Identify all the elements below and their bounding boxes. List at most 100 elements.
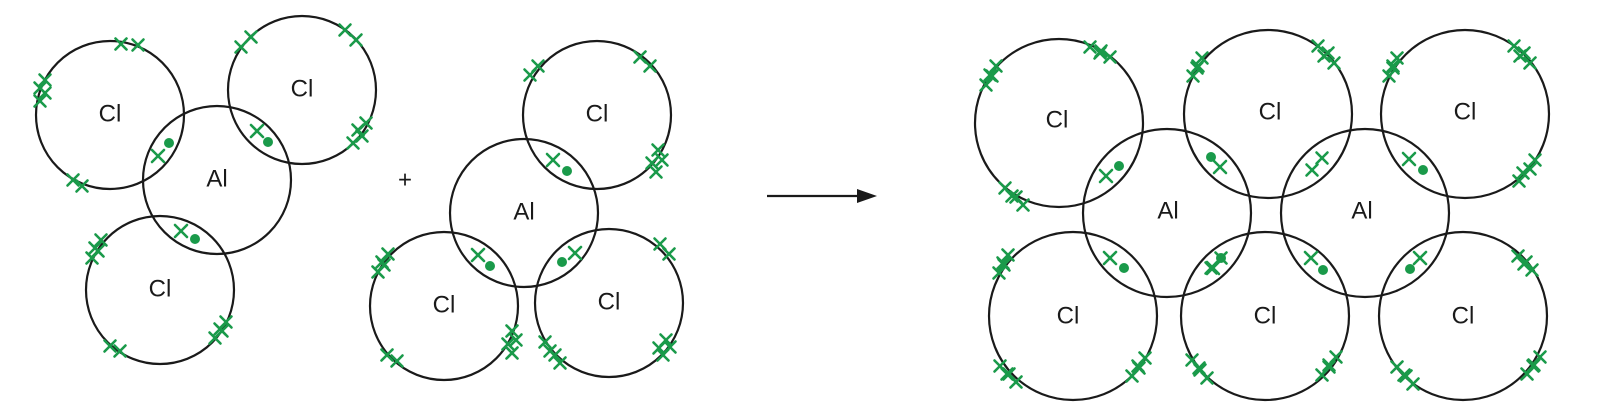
chlorine-electron-cross — [173, 223, 189, 239]
chlorine-electron-cross — [75, 179, 89, 193]
aluminium-electron-dot — [1318, 265, 1328, 275]
al-label: Al — [1157, 197, 1178, 224]
chlorine-electron-cross — [1009, 375, 1023, 389]
chlorine-electron-cross — [1138, 351, 1152, 365]
cl-atom-shell — [1179, 230, 1351, 402]
aluminium-electron-dot — [1114, 161, 1124, 171]
chlorine-electron-cross — [359, 116, 373, 130]
chlorine-electron-cross — [390, 354, 404, 368]
chlorine-electron-cross — [649, 165, 663, 179]
chlorine-electron-cross — [509, 333, 523, 347]
chlorine-electron-cross — [651, 143, 665, 157]
chlorine-electron-cross — [1386, 61, 1400, 75]
chlorine-electron-cross — [38, 73, 52, 87]
chlorine-electron-cross — [1103, 50, 1117, 64]
chlorine-electron-cross — [655, 153, 669, 167]
chlorine-electron-cross — [215, 324, 229, 338]
chlorine-electron-cross — [662, 247, 676, 261]
cl-atom-shell — [973, 37, 1145, 209]
bonding-electron-pairs — [150, 123, 273, 244]
chlorine-electron-cross — [1016, 198, 1030, 212]
chlorine-electron-cross — [643, 59, 657, 73]
chlorine-electron-cross — [38, 86, 52, 100]
chlorine-electron-cross — [979, 78, 993, 92]
chlorine-electron-cross — [1520, 367, 1534, 381]
chlorine-electron-cross — [997, 258, 1011, 272]
chlorine-electron-cross — [1533, 350, 1547, 364]
chlorine-electron-cross — [1412, 250, 1428, 266]
aluminium-electron-dot — [562, 166, 572, 176]
al-atom-shell — [1279, 127, 1451, 299]
al-atom-shell — [141, 104, 293, 256]
cl-label: Cl — [291, 75, 314, 102]
chlorine-electron-cross — [1212, 159, 1228, 175]
chlorine-electron-cross — [1507, 39, 1521, 53]
chlorine-electron-cross — [114, 37, 128, 51]
cl-atom-shell — [368, 230, 520, 382]
chlorine-electron-cross — [33, 94, 47, 108]
chlorine-electron-cross — [1401, 151, 1417, 167]
aluminium-electron-dot — [1405, 264, 1415, 274]
al-label: Al — [1351, 197, 1372, 224]
chlorine-electron-cross — [659, 333, 673, 347]
aluminium-electron-dot — [263, 137, 273, 147]
cl-label: Cl — [1454, 98, 1477, 125]
chlorine-electron-cross — [1528, 153, 1542, 167]
al-atom-shell — [1081, 127, 1253, 299]
chlorine-electron-cross — [663, 340, 677, 354]
chlorine-electron-cross — [1382, 69, 1396, 83]
chlorine-electron-cross — [1195, 51, 1209, 65]
bonding-electron-pairs — [470, 152, 583, 271]
aluminium-electron-dot — [164, 138, 174, 148]
chlorine-electron-cross — [989, 59, 1003, 73]
cl-atom-shell — [1379, 28, 1551, 200]
al-atom-shell — [448, 137, 600, 289]
chlorine-electron-cross — [1214, 251, 1228, 265]
cl-atom-shell — [521, 39, 673, 191]
cl-label: Cl — [99, 100, 122, 127]
chlorine-electron-cross — [1327, 56, 1341, 70]
chlorine-electron-cross — [1083, 40, 1097, 54]
middle-alcl3-molecule: Cl Al Cl Cl — [368, 39, 685, 382]
chlorine-electron-cross — [501, 337, 515, 351]
cl-label: Cl — [1046, 106, 1069, 133]
chlorine-electron-cross — [1329, 350, 1343, 364]
chlorine-electron-cross — [244, 30, 258, 44]
lone-pair-electrons — [33, 23, 373, 358]
chlorine-electron-cross — [1001, 248, 1015, 262]
chlorine-electron-cross — [1102, 250, 1118, 266]
al-label: Al — [206, 165, 227, 192]
chlorine-electron-cross — [523, 68, 537, 82]
chlorine-electron-cross — [380, 348, 394, 362]
cl-label: Cl — [1057, 302, 1080, 329]
cl-atom-shell — [1182, 28, 1354, 200]
chlorine-electron-cross — [150, 148, 166, 164]
cl-atom-shell — [84, 214, 236, 366]
al2cl6-dimer: Cl Cl Cl Al Al Cl Cl Cl — [973, 28, 1551, 402]
chlorine-electron-cross — [1386, 59, 1400, 73]
chlorine-electron-cross — [349, 33, 363, 47]
chlorine-electron-cross — [545, 152, 561, 168]
chlorine-electron-cross — [1200, 371, 1214, 385]
cl-label: Cl — [1259, 98, 1282, 125]
chlorine-electron-cross — [1516, 166, 1530, 180]
chlorine-electron-cross — [538, 335, 552, 349]
chlorine-electron-cross — [470, 247, 486, 263]
reaction-arrow — [767, 189, 877, 203]
chlorine-electron-cross — [1205, 260, 1221, 276]
cl-atom-shell — [987, 230, 1159, 402]
chlorine-electron-cross — [1303, 250, 1319, 266]
chlorine-electron-cross — [1191, 59, 1205, 73]
chlorine-electron-cross — [113, 344, 127, 358]
chlorine-electron-cross — [377, 258, 391, 272]
chlorine-electron-cross — [992, 266, 1006, 280]
chlorine-electron-cross — [94, 233, 108, 247]
cl-label: Cl — [149, 275, 172, 302]
cl-atom-shell — [226, 14, 378, 166]
aluminium-electron-dot — [1418, 165, 1428, 175]
chlorine-electron-cross — [219, 315, 233, 329]
chlorine-electron-cross — [567, 245, 583, 261]
chlorine-electron-cross — [1321, 46, 1335, 60]
aluminium-electron-dot — [1206, 152, 1216, 162]
